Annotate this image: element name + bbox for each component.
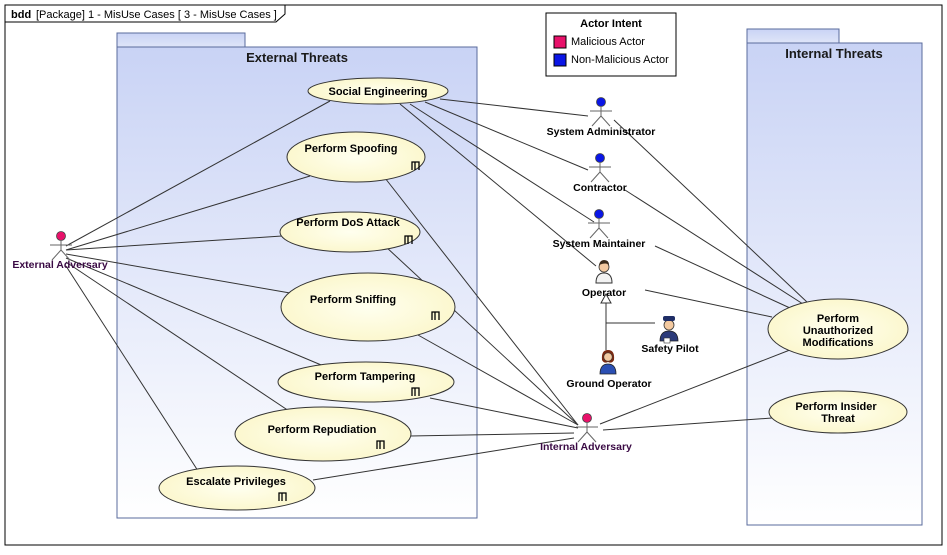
ground-operator-icon bbox=[599, 350, 617, 375]
actor-internal-adversary[interactable]: Internal Adversary bbox=[540, 413, 632, 454]
actor-ground-operator-label: Ground Operator bbox=[566, 378, 651, 390]
use-case-perform-unauthorized-modifications[interactable]: Perform Unauthorized Modifications bbox=[767, 298, 909, 360]
decomposition-icon bbox=[376, 440, 385, 449]
legend-title: Actor Intent bbox=[580, 18, 642, 30]
frame-header-tab bbox=[4, 4, 286, 23]
package-internal-threats[interactable]: Internal Threats bbox=[746, 28, 923, 526]
use-case-perform-tampering[interactable]: Perform Tampering bbox=[277, 361, 455, 403]
legend-swatch-non-malicious bbox=[553, 53, 567, 67]
use-case-perform-spoofing[interactable]: Perform Spoofing bbox=[286, 131, 426, 183]
malicious-head-icon bbox=[582, 413, 592, 423]
frame-kind: bdd bbox=[11, 9, 31, 21]
use-case-social-engineering-label: Social Engineering bbox=[328, 86, 427, 98]
use-case-perform-sniffing[interactable]: Perform Sniffing bbox=[280, 272, 456, 342]
non-malicious-head-icon bbox=[594, 209, 604, 219]
use-case-social-engineering[interactable]: Social Engineering bbox=[307, 77, 449, 105]
use-case-perform-insider-threat[interactable]: Perform Insider Threat bbox=[768, 390, 908, 434]
actor-external-adversary-label: External Adversary bbox=[12, 259, 107, 271]
decomposition-icon bbox=[431, 311, 440, 320]
package-external-threats-label: External Threats bbox=[246, 50, 348, 65]
stick-figure-icon bbox=[589, 163, 611, 183]
use-case-perform-repudiation-label: Perform Repudiation bbox=[268, 424, 377, 436]
use-case-insider-line-2: Threat bbox=[821, 413, 855, 425]
stick-figure-icon bbox=[576, 423, 598, 443]
actor-operator-label: Operator bbox=[582, 287, 626, 299]
legend-item-non-malicious: Non-Malicious Actor bbox=[571, 54, 669, 66]
frame-label: [Package] 1 - MisUse Cases [ 3 - MisUse … bbox=[36, 9, 277, 21]
use-case-perform-dos-attack[interactable]: Perform DoS Attack bbox=[279, 211, 421, 253]
use-case-perform-spoofing-label: Perform Spoofing bbox=[305, 143, 398, 155]
use-case-insider-line-1: Perform Insider bbox=[795, 401, 877, 413]
decomposition-icon bbox=[404, 235, 413, 244]
actor-system-maintainer-label: System Maintainer bbox=[553, 238, 646, 250]
actor-safety-pilot-label: Safety Pilot bbox=[641, 343, 699, 355]
decomposition-icon bbox=[411, 161, 420, 170]
non-malicious-head-icon bbox=[595, 153, 605, 163]
use-case-escalate-privileges-label: Escalate Privileges bbox=[186, 476, 286, 488]
use-case-perform-dos-attack-label: Perform DoS Attack bbox=[296, 217, 400, 229]
use-case-unauthorized-line-1: Perform bbox=[817, 313, 859, 325]
use-case-unauthorized-line-3: Modifications bbox=[803, 337, 874, 349]
malicious-head-icon bbox=[56, 231, 66, 241]
actor-external-adversary[interactable]: External Adversary bbox=[12, 231, 108, 272]
associations bbox=[65, 98, 809, 481]
actor-contractor-label: Contractor bbox=[573, 182, 627, 194]
use-case-perform-sniffing-label: Perform Sniffing bbox=[310, 294, 396, 306]
legend-item-malicious: Malicious Actor bbox=[571, 36, 645, 48]
actor-contractor[interactable]: Contractor bbox=[573, 153, 627, 195]
person-icon bbox=[595, 260, 613, 284]
actor-operator[interactable]: Operator bbox=[582, 260, 626, 299]
decomposition-icon bbox=[278, 492, 287, 501]
actor-internal-adversary-label: Internal Adversary bbox=[540, 441, 632, 453]
actor-system-administrator-label: System Administrator bbox=[547, 126, 656, 138]
legend: Actor Intent Malicious Actor Non-Malicio… bbox=[545, 12, 677, 77]
generalization-arrowhead bbox=[600, 292, 612, 304]
use-case-perform-repudiation[interactable]: Perform Repudiation bbox=[234, 406, 412, 462]
non-malicious-head-icon bbox=[596, 97, 606, 107]
package-internal-threats-label: Internal Threats bbox=[785, 46, 883, 61]
decomposition-icon bbox=[411, 387, 420, 396]
stick-figure-icon bbox=[588, 219, 610, 239]
actor-system-maintainer[interactable]: System Maintainer bbox=[553, 209, 646, 251]
stick-figure-icon bbox=[590, 107, 612, 127]
use-case-unauthorized-line-2: Unauthorized bbox=[803, 325, 873, 337]
actor-system-administrator[interactable]: System Administrator bbox=[547, 97, 656, 139]
use-case-escalate-privileges[interactable]: Escalate Privileges bbox=[158, 465, 316, 511]
pilot-icon bbox=[659, 316, 679, 344]
stick-figure-icon bbox=[50, 241, 72, 261]
legend-swatch-malicious bbox=[553, 35, 567, 49]
actor-ground-operator[interactable]: Ground Operator bbox=[566, 350, 652, 390]
actor-safety-pilot[interactable]: Safety Pilot bbox=[641, 316, 699, 355]
use-case-perform-tampering-label: Perform Tampering bbox=[315, 371, 416, 383]
